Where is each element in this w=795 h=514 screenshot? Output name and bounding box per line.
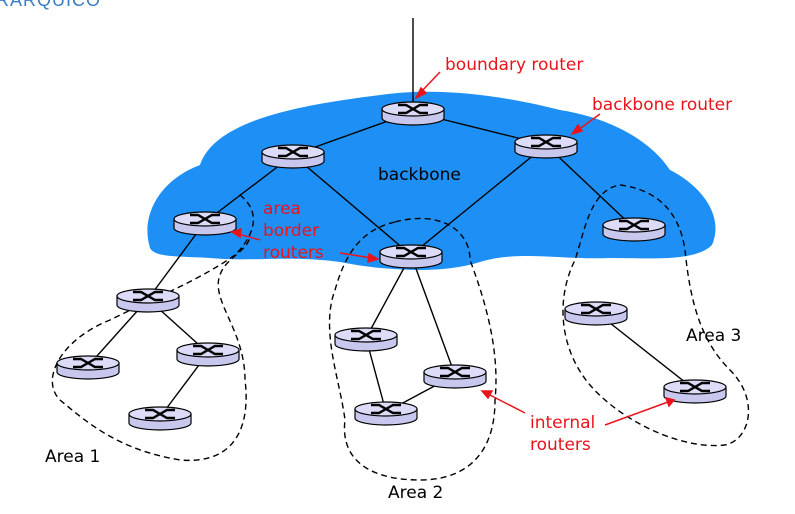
- link-right-ab3: [545, 144, 635, 229]
- label-area-border-3: routers: [263, 243, 324, 263]
- router-icon: [564, 301, 628, 326]
- router-icon: [514, 134, 578, 159]
- label-backbone-router: backbone router: [592, 95, 732, 115]
- router-icon: [176, 342, 240, 367]
- router-icon: [354, 401, 418, 426]
- annotation-arrows: [230, 71, 676, 426]
- backbone-cloud: [147, 91, 716, 270]
- area1-boundary: [51, 194, 255, 461]
- router-icon: [334, 327, 398, 352]
- label-internal-1: internal: [530, 413, 595, 433]
- routers: [56, 101, 727, 431]
- label-boundary-router: boundary router: [445, 55, 583, 75]
- label-area3: Area 3: [686, 326, 741, 346]
- router-icon: [173, 211, 237, 236]
- label-area-border-1: area: [263, 199, 301, 219]
- link-left-ab2: [292, 154, 412, 256]
- router-icon: [381, 101, 445, 126]
- router-icon: [423, 364, 487, 389]
- router-icon: [261, 144, 325, 169]
- label-area1: Area 1: [45, 447, 100, 467]
- router-icon: [663, 379, 727, 404]
- link-right-ab2: [410, 144, 547, 256]
- label-area-border-2: border: [263, 221, 319, 241]
- label-area2: Area 2: [388, 483, 443, 503]
- area-boundaries: [51, 184, 750, 481]
- router-icon: [56, 355, 120, 380]
- router-icon: [379, 244, 443, 269]
- link-ab2-a2b: [410, 254, 456, 376]
- router-icon: [116, 288, 180, 313]
- router-icon: [602, 217, 666, 242]
- label-backbone: backbone: [378, 165, 461, 185]
- link-ab2-a2a: [365, 254, 412, 339]
- link-a3a-a3b: [595, 311, 696, 391]
- area3-boundary: [562, 184, 750, 447]
- label-internal-2: routers: [530, 435, 591, 455]
- router-icon: [128, 406, 192, 431]
- header-fragment: RARQUICO: [0, 0, 101, 10]
